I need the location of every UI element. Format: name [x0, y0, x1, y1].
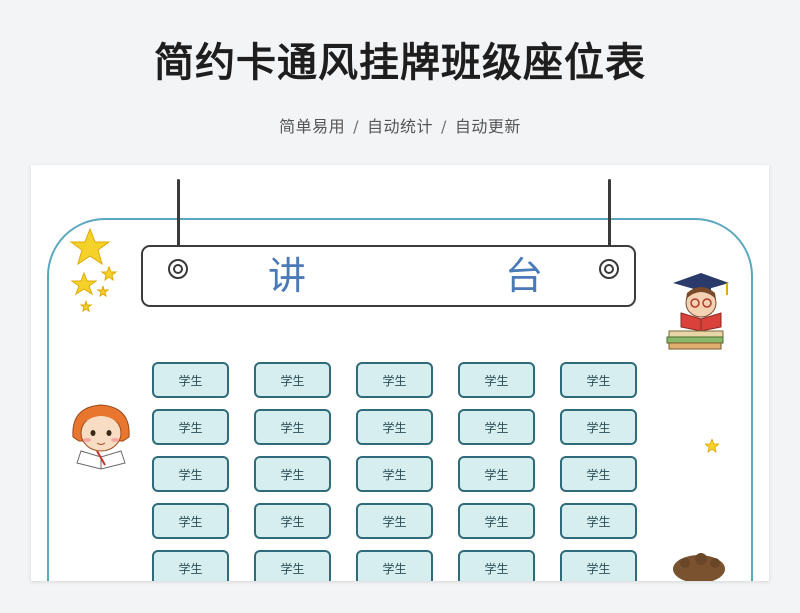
seat-cell[interactable]: 学生	[152, 409, 229, 445]
feature-auto-update: 自动更新	[454, 117, 521, 136]
seat-cell[interactable]: 学生	[458, 409, 535, 445]
hanging-rope-left	[177, 179, 180, 271]
star-icon	[69, 227, 118, 313]
seat-cell[interactable]: 学生	[254, 409, 331, 445]
podium-sign: 讲 台	[141, 245, 636, 307]
seat-cell[interactable]: 学生	[254, 456, 331, 492]
girl-writing-icon	[72, 404, 130, 470]
seat-cell[interactable]: 学生	[152, 362, 229, 398]
boy-reading-books-icon	[666, 273, 729, 350]
tree-icon	[673, 553, 725, 581]
grommet-right-icon	[599, 259, 619, 279]
seat-cell[interactable]: 学生	[356, 456, 433, 492]
separator: /	[353, 117, 359, 136]
seat-cell[interactable]: 学生	[254, 362, 331, 398]
seat-cell[interactable]: 学生	[152, 503, 229, 539]
seat-cell[interactable]: 学生	[560, 456, 637, 492]
seat-cell[interactable]: 学生	[254, 550, 331, 581]
hanging-rope-right	[608, 179, 611, 271]
seat-cell[interactable]: 学生	[356, 503, 433, 539]
seat-cell[interactable]: 学生	[254, 503, 331, 539]
seat-cell[interactable]: 学生	[152, 550, 229, 581]
separator: /	[441, 117, 447, 136]
seat-cell[interactable]: 学生	[560, 550, 637, 581]
seat-cell[interactable]: 学生	[560, 503, 637, 539]
seat-cell[interactable]: 学生	[356, 409, 433, 445]
seat-cell[interactable]: 学生	[560, 409, 637, 445]
seat-cell[interactable]: 学生	[458, 550, 535, 581]
seat-cell[interactable]: 学生	[458, 503, 535, 539]
podium-label-char: 台	[505, 254, 544, 298]
board-frame	[47, 218, 753, 581]
podium-label-char: 讲	[268, 254, 307, 298]
seat-cell[interactable]: 学生	[458, 362, 535, 398]
seat-cell[interactable]: 学生	[458, 456, 535, 492]
seat-cell[interactable]: 学生	[356, 362, 433, 398]
seat-cell[interactable]: 学生	[152, 456, 229, 492]
feature-easy: 简单易用	[279, 117, 346, 136]
page-title: 简约卡通风挂牌班级座位表	[154, 40, 646, 86]
seat-cell[interactable]: 学生	[356, 550, 433, 581]
grommet-left-icon	[168, 259, 188, 279]
seating-sheet-preview: 讲 台	[31, 165, 769, 581]
seat-grid: 学生学生学生学生学生学生学生学生学生学生学生学生学生学生学生学生学生学生学生学生…	[152, 362, 637, 581]
feature-auto-count: 自动统计	[366, 117, 433, 136]
star-icon	[705, 439, 719, 453]
seat-cell[interactable]: 学生	[560, 362, 637, 398]
feature-line: 简单易用 / 自动统计 / 自动更新	[0, 113, 800, 137]
